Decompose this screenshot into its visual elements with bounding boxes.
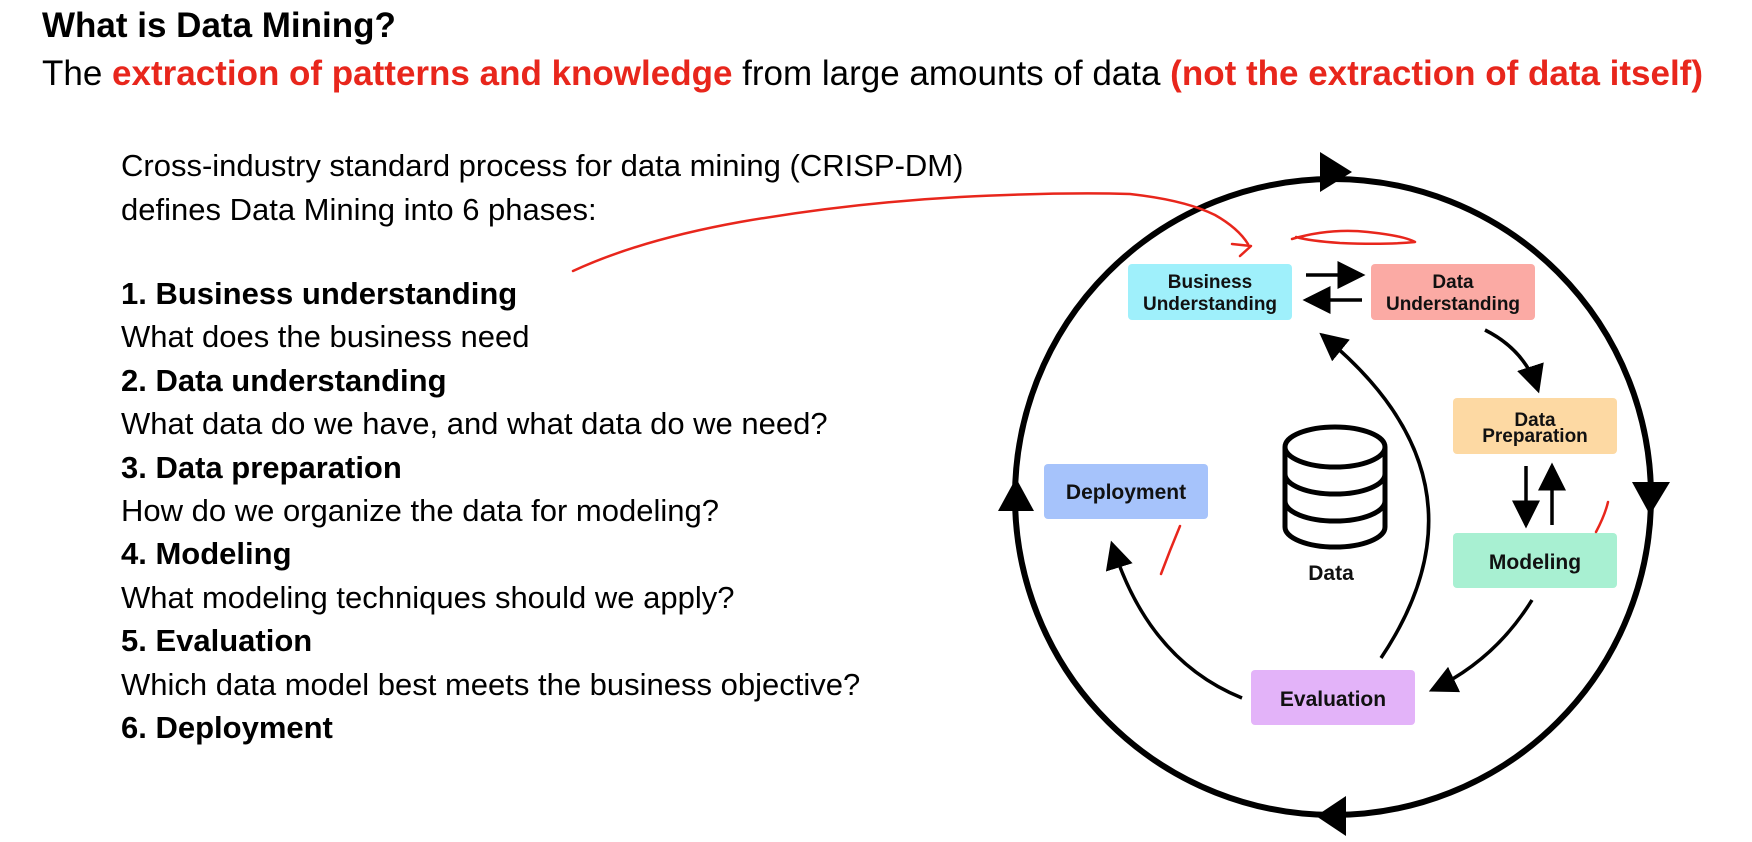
evaluation-box: Evaluation bbox=[1251, 670, 1415, 725]
data-preparation-box: Data Preparation bbox=[1453, 398, 1617, 454]
definition-lead: The bbox=[42, 54, 113, 93]
annotation-mark-right-icon bbox=[1594, 500, 1610, 534]
phase-3-desc: How do we organize the data for modeling… bbox=[121, 492, 719, 528]
arrow-evaluation-to-business-icon bbox=[1319, 332, 1431, 659]
definition-highlight: extraction of patterns and knowledge bbox=[112, 54, 733, 93]
arrow-evaluation-to-deployment-icon bbox=[1105, 540, 1243, 700]
definition-line: The extraction of patterns and knowledge… bbox=[42, 54, 1703, 94]
modeling-box: Modeling bbox=[1453, 533, 1617, 588]
data-understanding-box: Data Understanding bbox=[1371, 264, 1535, 320]
crisp-dm-intro: Cross-industry standard process for data… bbox=[121, 144, 963, 232]
preparation-label-line-1: Data bbox=[1514, 410, 1556, 431]
page-title: What is Data Mining? bbox=[42, 6, 396, 45]
arrow-data-to-preparation-icon bbox=[1484, 328, 1544, 394]
phase-1-title: 1. Business understanding bbox=[121, 276, 518, 311]
phase-5-desc: Which data model best meets the business… bbox=[121, 666, 861, 702]
phase-1-desc: What does the business need bbox=[121, 319, 530, 355]
annotation-tick-top-icon bbox=[1230, 242, 1253, 258]
cycle-arrow-left-icon bbox=[998, 478, 1034, 511]
definition-note: (not the extraction of data itself) bbox=[1170, 54, 1703, 93]
phase-3-title: 3. Data preparation bbox=[121, 449, 402, 485]
business-label-line-1: Business bbox=[1168, 272, 1252, 293]
phase-list: 1. Business understanding What does the … bbox=[121, 272, 981, 749]
phase-5-title: 5. Evaluation bbox=[121, 623, 313, 659]
business-label-line-2: Understanding bbox=[1143, 294, 1277, 315]
phase-2-desc: What data do we have, and what data do w… bbox=[121, 406, 828, 442]
intro-line-1: Cross-industry standard process for data… bbox=[121, 148, 964, 183]
cycle-arrow-top-icon bbox=[1320, 152, 1352, 192]
intro-line-2: defines Data Mining into 6 phases: bbox=[121, 192, 597, 227]
deployment-box: Deployment bbox=[1044, 464, 1208, 519]
modeling-label: Modeling bbox=[1489, 551, 1581, 574]
annotation-mark-left-icon bbox=[1159, 524, 1182, 576]
annotation-scribble-icon bbox=[1290, 229, 1417, 246]
cycle-arrow-bottom-icon bbox=[1316, 796, 1346, 836]
data-understanding-label-line-2: Understanding bbox=[1386, 294, 1520, 315]
preparation-label-line-2: Preparation bbox=[1482, 426, 1588, 447]
data-understanding-label-line-1: Data bbox=[1432, 272, 1474, 293]
cycle-arrow-right-icon bbox=[1632, 482, 1670, 515]
annotation-curve-icon bbox=[571, 192, 1250, 273]
database-label: Data bbox=[1308, 562, 1354, 585]
deployment-label: Deployment bbox=[1066, 481, 1186, 504]
arrow-modeling-to-evaluation-icon bbox=[1428, 599, 1534, 693]
evaluation-label: Evaluation bbox=[1280, 688, 1386, 711]
phase-2-title: 2. Data understanding bbox=[121, 362, 447, 398]
business-understanding-box: Business Understanding bbox=[1128, 264, 1292, 320]
definition-middle: from large amounts of data bbox=[732, 54, 1171, 93]
database-icon bbox=[1282, 424, 1388, 550]
phase-6-title: 6. Deployment bbox=[121, 709, 333, 745]
phase-4-title: 4. Modeling bbox=[121, 536, 292, 572]
phase-4-desc: What modeling techniques should we apply… bbox=[121, 579, 735, 615]
